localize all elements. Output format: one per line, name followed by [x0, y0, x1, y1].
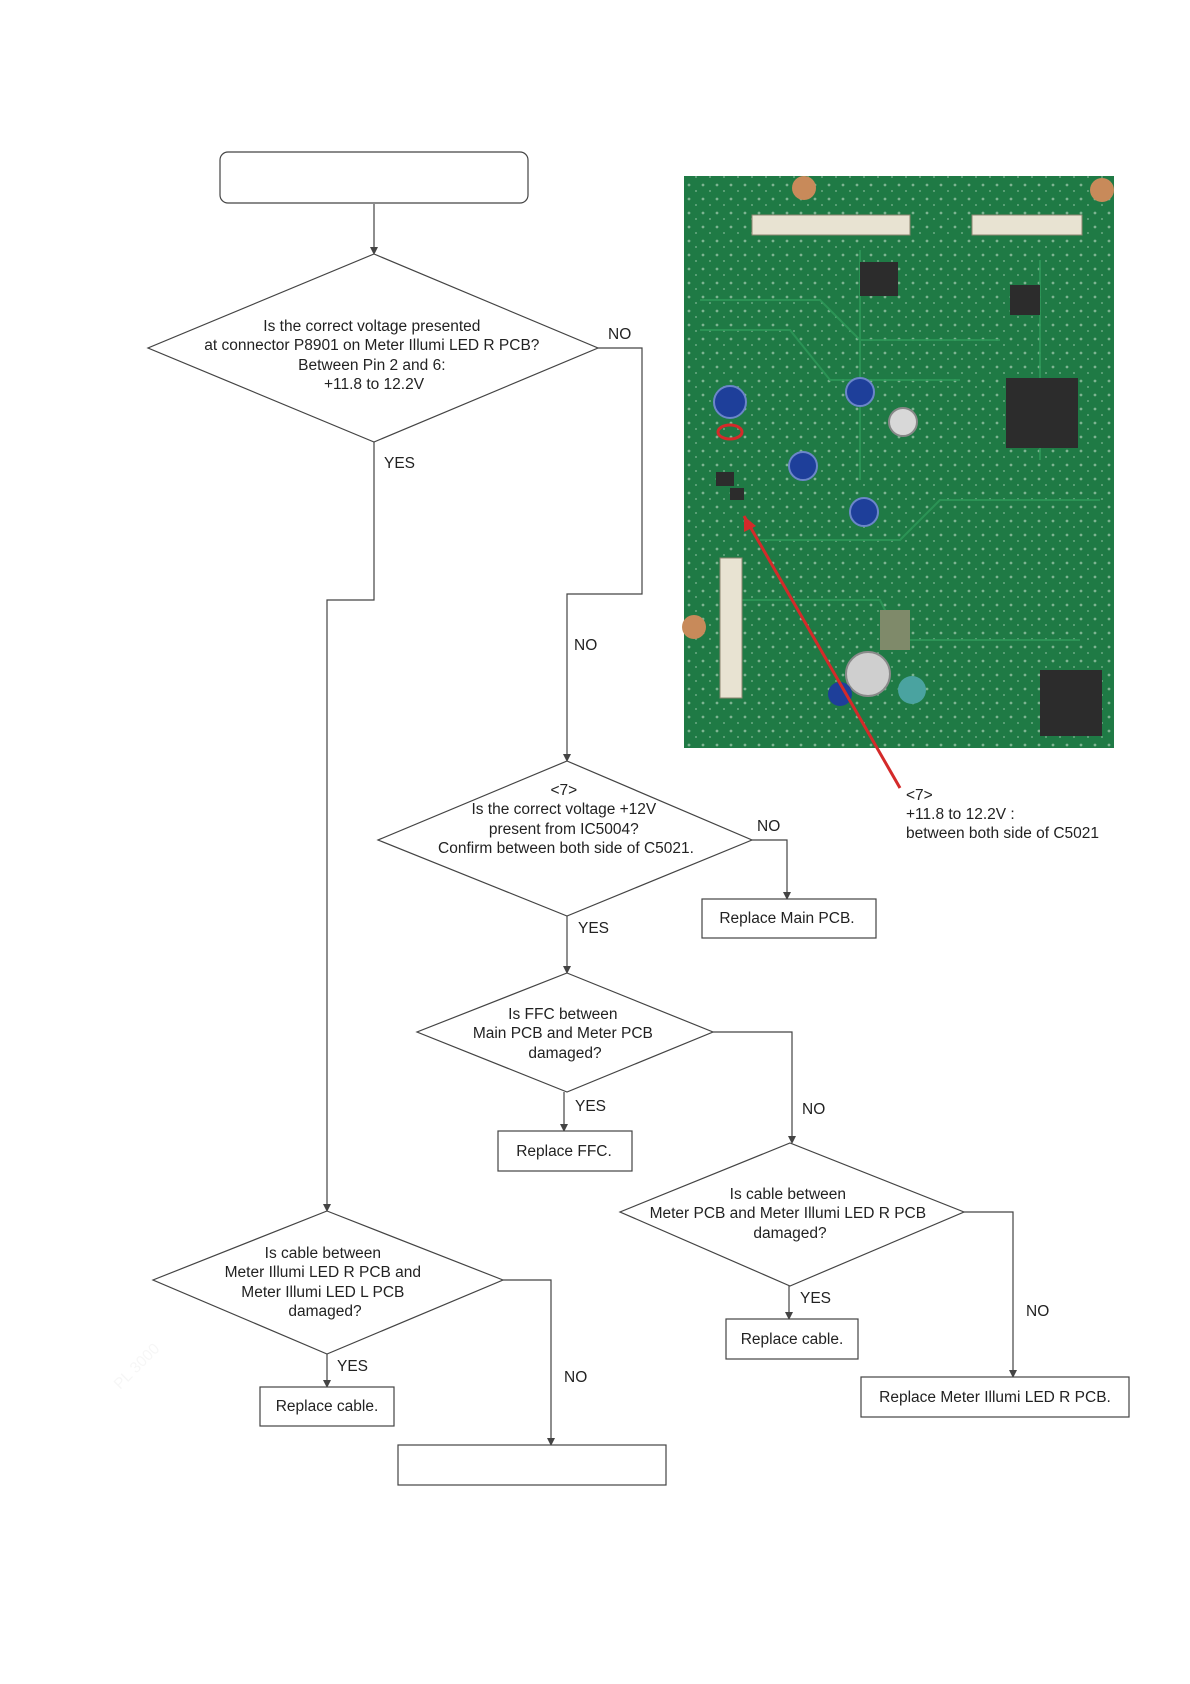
- q3-yes-label: YES: [575, 1098, 606, 1115]
- replace-cable-left-label: Replace cable.: [276, 1398, 379, 1415]
- replace-cable-right-label: Replace cable.: [741, 1331, 844, 1348]
- decision-q1-text: Is the correct voltage presented at conn…: [204, 318, 543, 393]
- annotation-line: between both side of C5021: [906, 825, 1099, 842]
- decision-line: Is FFC between: [508, 1006, 617, 1023]
- decision-line: present from IC5004?: [489, 821, 639, 838]
- annotation-pointer-arrowhead: [744, 516, 756, 532]
- decision-q3: Is FFC between Main PCB and Meter PCB da…: [415, 972, 715, 1093]
- decision-q5: Is cable between Meter Illumi LED R PCB …: [151, 1210, 505, 1355]
- replace-ffc-label: Replace FFC.: [516, 1143, 612, 1160]
- decision-line: Meter Illumi LED L PCB: [241, 1284, 404, 1301]
- decision-line: Is cable between: [265, 1245, 381, 1262]
- connectors: [323, 204, 1017, 1446]
- q4-yes-label: YES: [800, 1290, 831, 1307]
- q3-no-label: NO: [802, 1101, 825, 1118]
- watermark: PL 3000: [111, 1340, 164, 1393]
- decision-q1: Is the correct voltage presented at conn…: [146, 253, 600, 443]
- replace-main-pcb-box: Replace Main PCB.: [701, 898, 877, 939]
- decision-q5-text: Is cable between Meter Illumi LED R PCB …: [225, 1245, 426, 1320]
- decision-line: <7>: [550, 782, 577, 799]
- q2-yes-label: YES: [578, 920, 609, 937]
- pcb-photo: [682, 176, 1114, 748]
- decision-q3-text: Is FFC between Main PCB and Meter PCB da…: [473, 1006, 657, 1062]
- decision-q4: Is cable between Meter PCB and Meter Ill…: [618, 1142, 966, 1287]
- decision-line: Is cable between: [730, 1186, 846, 1203]
- decision-line: Confirm between both side of C5021.: [438, 840, 694, 857]
- q5-yes-label: YES: [337, 1358, 368, 1375]
- decision-line: Meter Illumi LED R PCB and: [225, 1264, 421, 1281]
- replace-meter-illumi-led-r-pcb-label: Replace Meter Illumi LED R PCB.: [879, 1389, 1111, 1406]
- annotation-pointer: [742, 515, 902, 789]
- decision-line: +11.8 to 12.2V: [324, 376, 425, 393]
- annotation-line: <7>: [906, 787, 933, 804]
- decision-line: Is the correct voltage presented: [263, 318, 480, 335]
- decision-line: damaged?: [288, 1303, 362, 1320]
- start-box: [219, 151, 529, 204]
- decision-line: Is the correct voltage +12V: [471, 801, 656, 818]
- decision-line: damaged?: [528, 1045, 602, 1062]
- decision-q2-text: <7> Is the correct voltage +12V present …: [438, 782, 694, 857]
- replace-ffc-box: Replace FFC.: [497, 1130, 633, 1172]
- replace-meter-illumi-led-r-pcb-box: Replace Meter Illumi LED R PCB.: [860, 1376, 1130, 1418]
- decision-q4-text: Is cable between Meter PCB and Meter Ill…: [650, 1186, 931, 1242]
- annotation-text: <7> +11.8 to 12.2V : between both side o…: [906, 787, 1099, 842]
- q2-no-label: NO: [757, 818, 780, 835]
- q1-no-lower-label: NO: [574, 637, 597, 654]
- annotation-line: +11.8 to 12.2V :: [906, 806, 1015, 823]
- decision-line: Main PCB and Meter PCB: [473, 1025, 653, 1042]
- q1-yes-label: YES: [384, 455, 415, 472]
- q4-no-label: NO: [1026, 1303, 1049, 1320]
- decision-line: at connector P8901 on Meter Illumi LED R…: [204, 337, 540, 354]
- decision-q2: <7> Is the correct voltage +12V present …: [376, 760, 754, 917]
- end-box: [397, 1444, 667, 1486]
- replace-main-pcb-label: Replace Main PCB.: [719, 910, 854, 927]
- replace-cable-left-box: Replace cable.: [259, 1386, 395, 1427]
- q5-no-label: NO: [564, 1369, 587, 1386]
- q1-no-label: NO: [608, 326, 631, 343]
- replace-cable-right-box: Replace cable.: [725, 1318, 859, 1360]
- decision-line: Meter PCB and Meter Illumi LED R PCB: [650, 1205, 927, 1222]
- decision-line: Between Pin 2 and 6:: [298, 357, 445, 374]
- decision-line: damaged?: [753, 1225, 827, 1242]
